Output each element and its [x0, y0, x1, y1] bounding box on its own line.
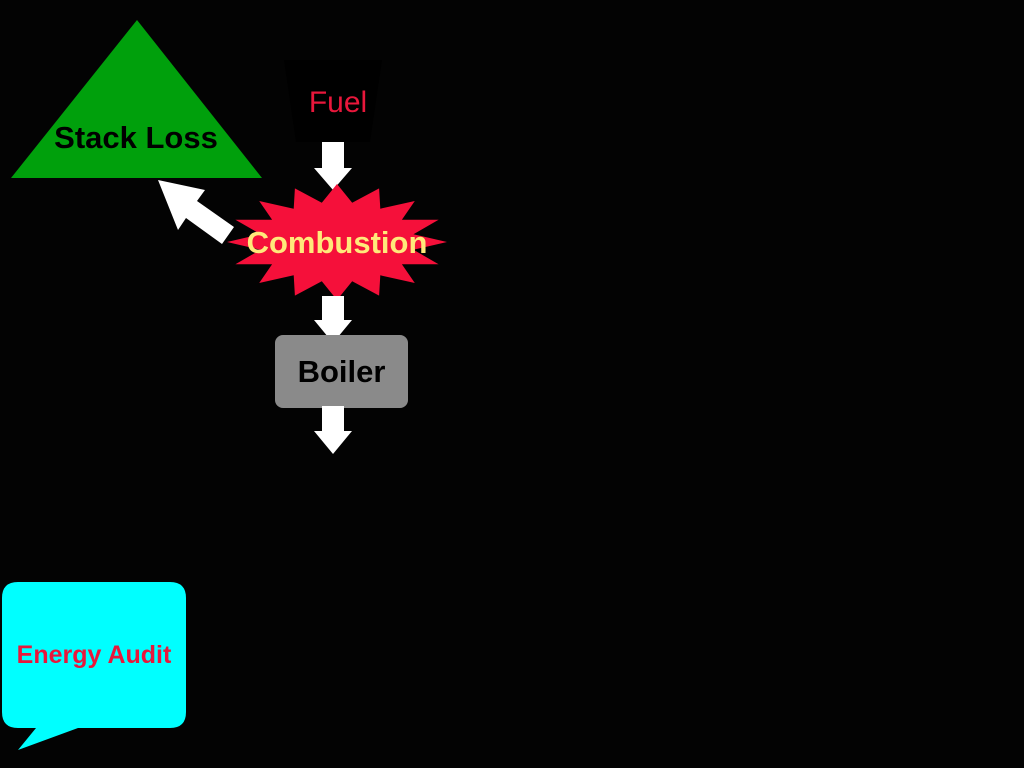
arrow-fuel-to-combustion — [314, 142, 352, 190]
combustion-starburst — [227, 184, 447, 300]
energy-audit-callout — [2, 582, 186, 750]
combustion-label: Combustion — [246, 225, 428, 260]
stack-loss-label: Stack Loss — [54, 120, 218, 155]
fuel-trapezoid — [284, 60, 382, 142]
boiler-label: Boiler — [297, 354, 386, 389]
arrow-boiler-output — [314, 406, 352, 454]
fuel-label: Fuel — [308, 86, 368, 119]
energy-audit-label: Energy Audit — [16, 641, 172, 669]
boiler-box — [275, 335, 408, 408]
arrow-combustion-to-boiler — [314, 296, 352, 343]
arrow-combustion-to-stack-loss — [158, 180, 234, 244]
stack-loss-triangle — [11, 20, 262, 178]
